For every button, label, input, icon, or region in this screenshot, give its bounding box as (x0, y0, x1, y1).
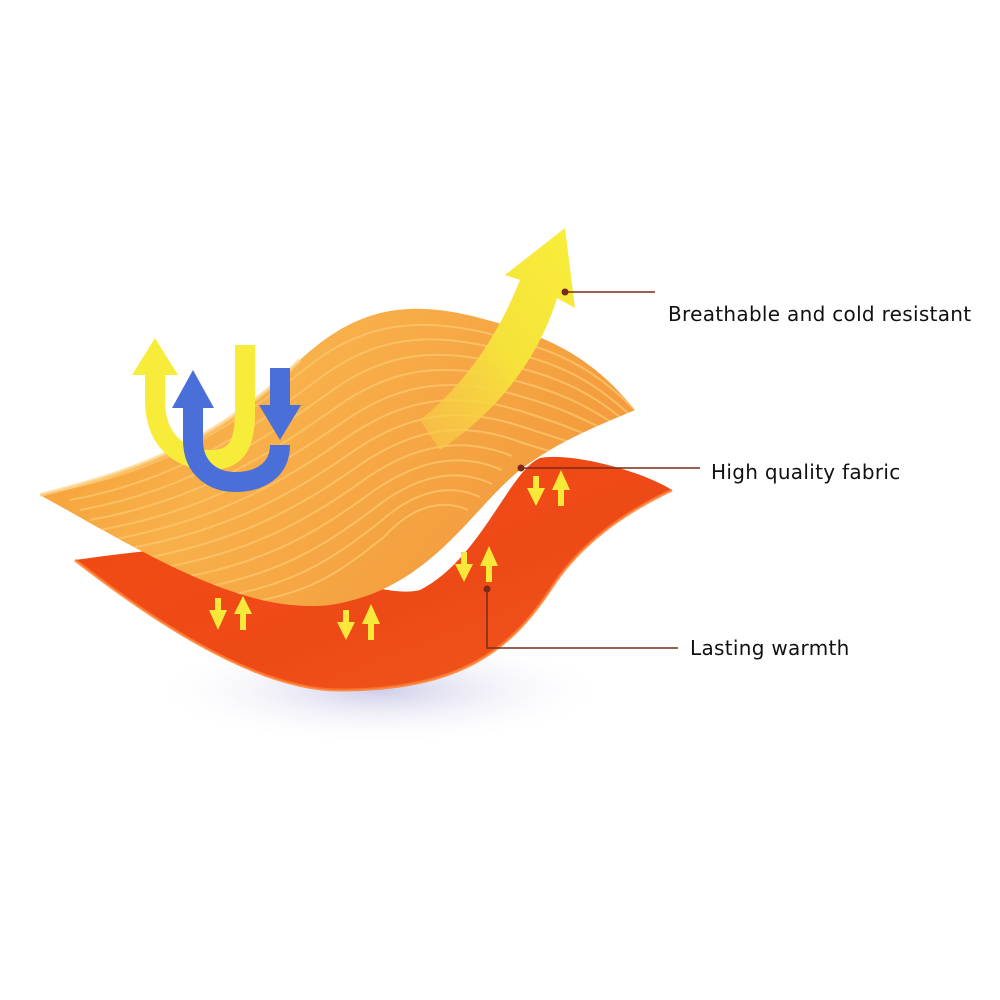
bottom-layer-rim (74, 488, 673, 692)
warmth-arrows-icon-2 (337, 604, 380, 640)
callout-warmth-label: Lasting warmth (690, 636, 850, 660)
breathable-arrow-icon (420, 228, 575, 450)
warmth-arrows-icon-1 (209, 596, 252, 630)
callout-fabric-label: High quality fabric (711, 460, 901, 484)
leader-dots (483, 288, 569, 593)
blue-u-arrow-icon (172, 368, 301, 493)
warmth-arrows-icon-3 (455, 546, 498, 582)
warmth-arrows-icon-4 (527, 470, 570, 506)
callout-breathable-label: Breathable and cold resistant (668, 302, 972, 326)
bottom-fabric-layer (75, 456, 672, 690)
leader-lines (486, 291, 700, 649)
leader-line-warmth (486, 589, 678, 649)
yellow-u-arrow-icon (132, 338, 255, 471)
